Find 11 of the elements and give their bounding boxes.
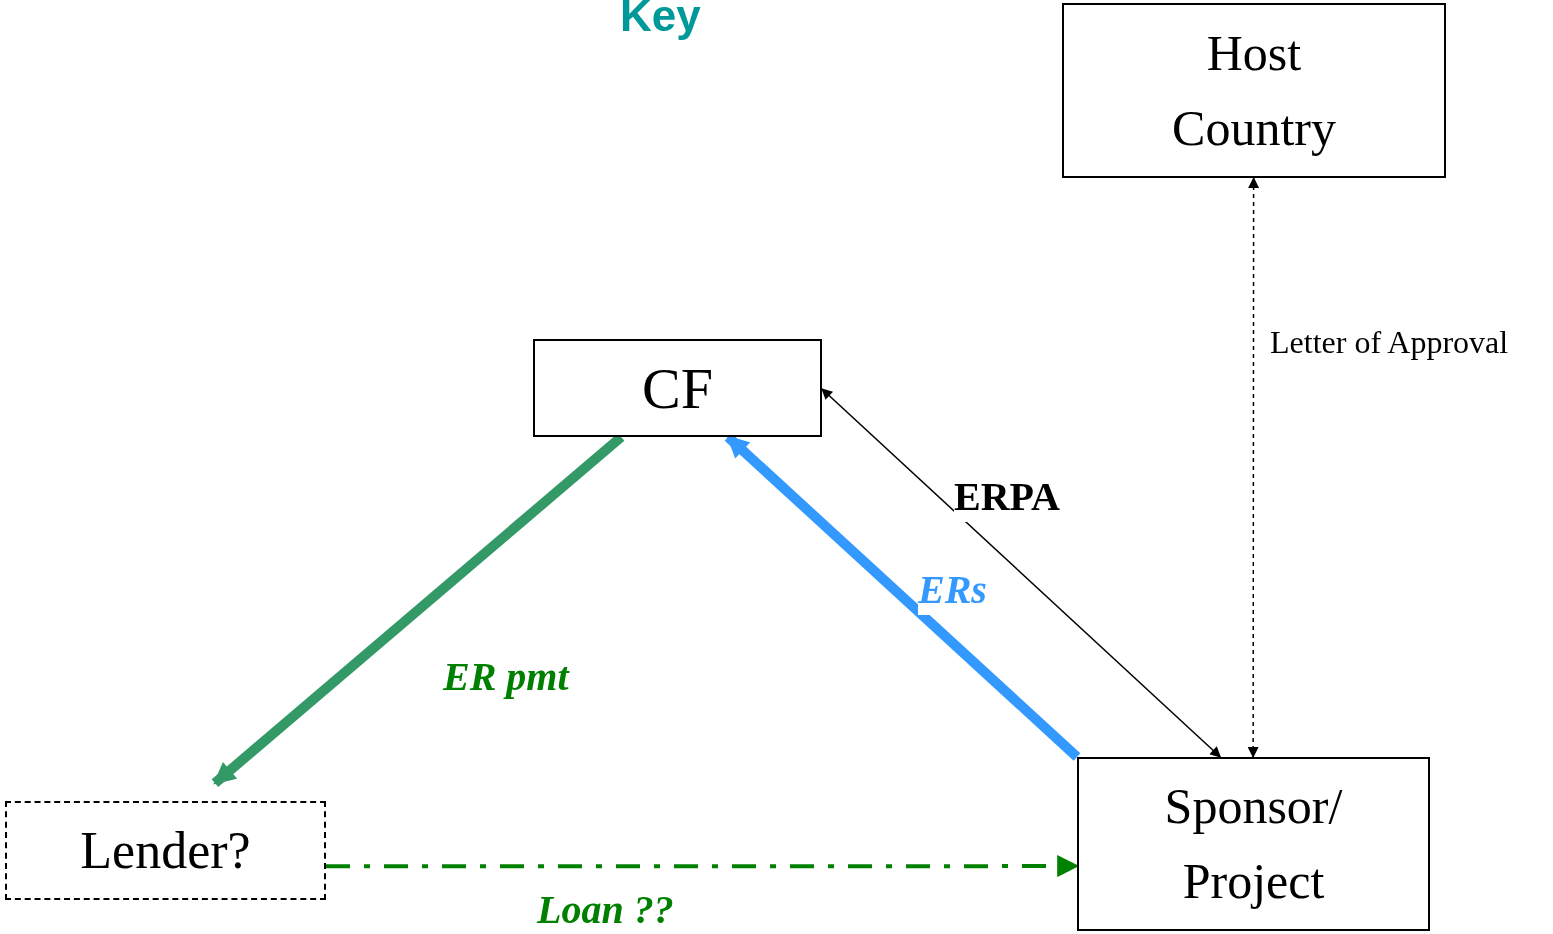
box-label: CF — [642, 354, 713, 423]
entity-box — [1062, 3, 1446, 178]
box-label: Lender? — [80, 820, 251, 881]
arrow — [821, 388, 1222, 758]
entity-box — [5, 801, 326, 900]
entity-box — [1077, 757, 1430, 931]
box-label: Host Country — [1171, 23, 1337, 158]
box-label: Sponsor/ Project — [1163, 777, 1344, 911]
entity-box — [533, 339, 822, 437]
title: Key — [620, 0, 701, 38]
arrow — [1247, 176, 1260, 759]
